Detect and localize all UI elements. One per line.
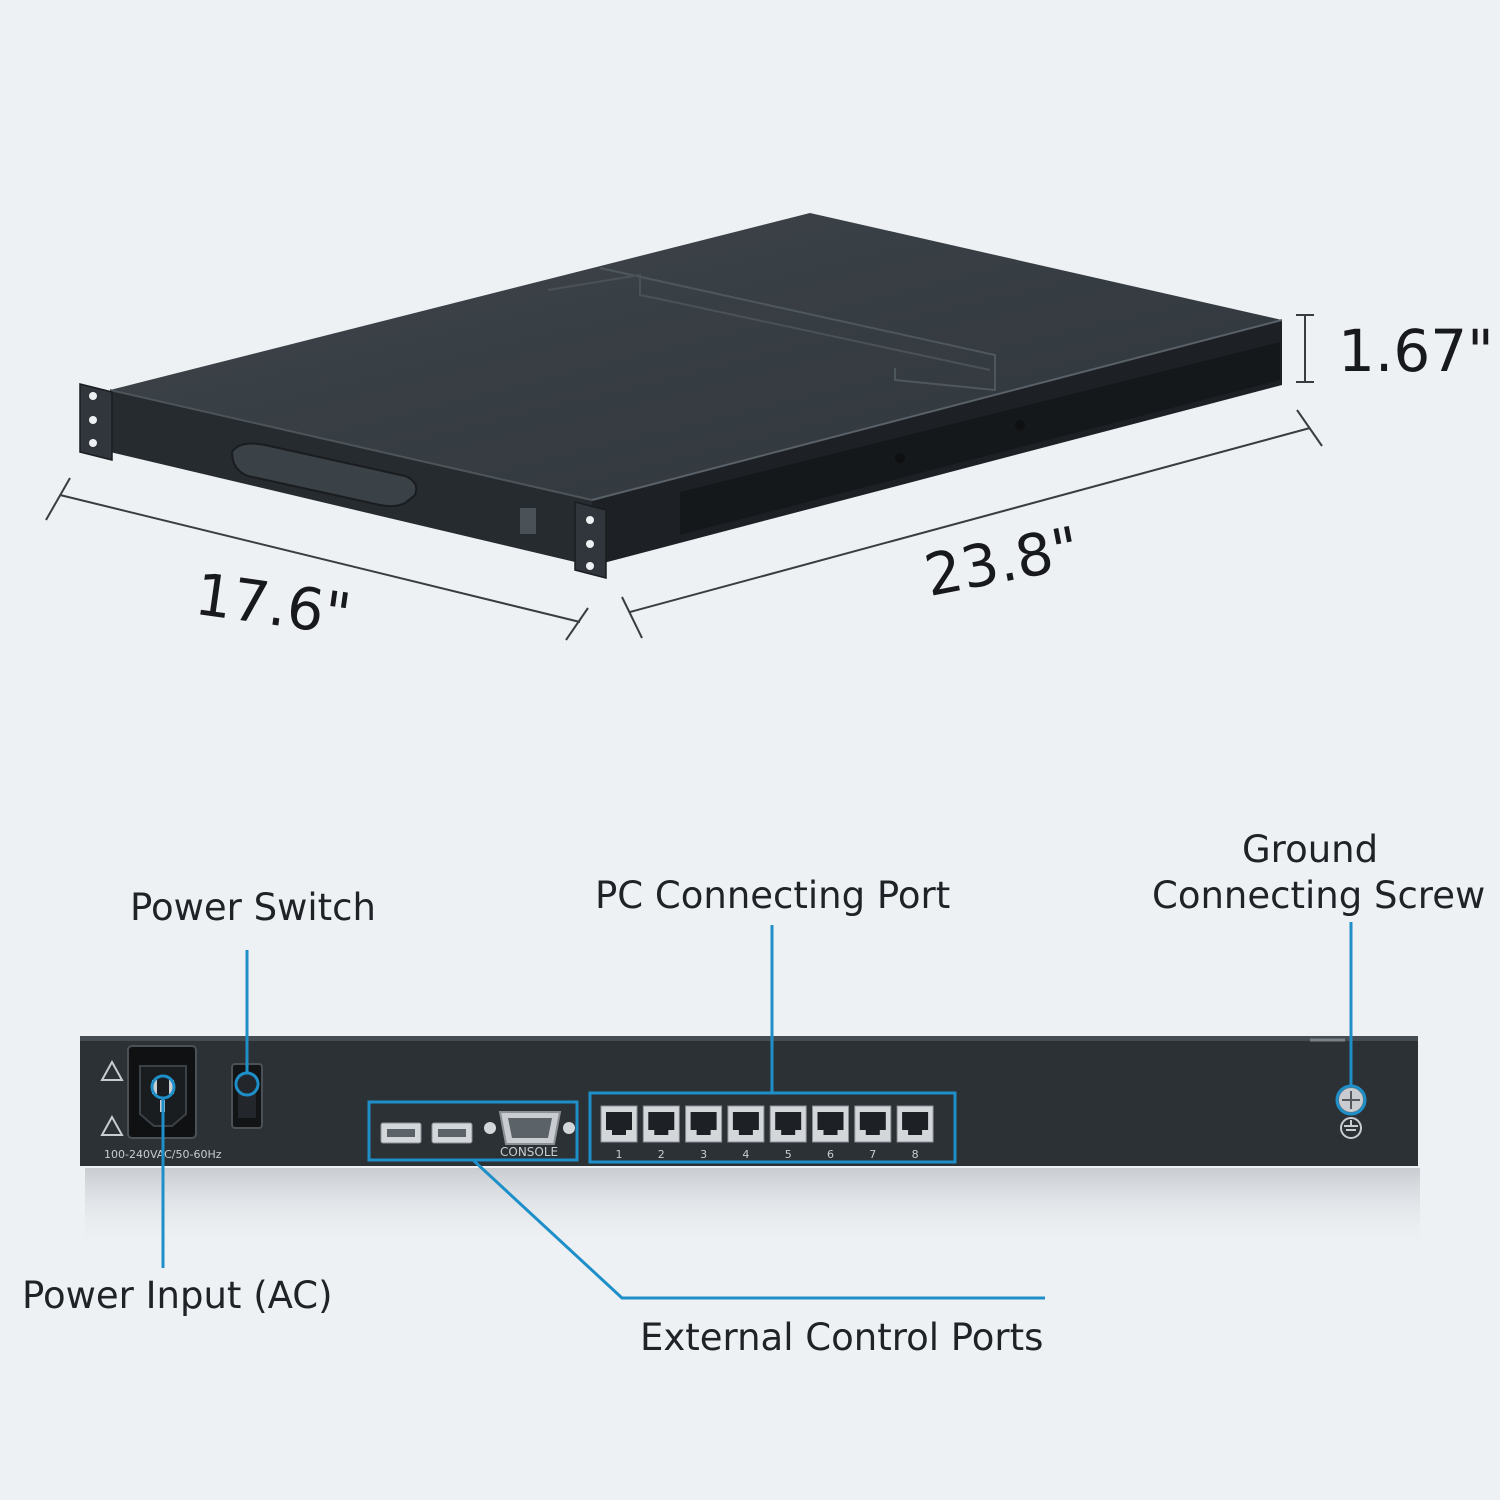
callout-lines	[150, 922, 1367, 1300]
side-screw	[895, 453, 905, 463]
front-badge	[520, 508, 536, 534]
rj45-port: 7	[854, 1105, 892, 1161]
rj45-port-number: 3	[700, 1148, 707, 1161]
rj45-port-number: 5	[785, 1148, 792, 1161]
usb-port-icon	[380, 1122, 473, 1144]
rj45-port-number: 6	[827, 1148, 834, 1161]
side-rail	[680, 342, 1280, 535]
rj45-port-number: 1	[616, 1148, 623, 1161]
drawer-handle	[230, 442, 418, 508]
rj45-port: 8	[896, 1105, 934, 1161]
dimension-lines	[45, 314, 1323, 641]
panel-reflection	[85, 1168, 1420, 1253]
external-ports-label: External Control Ports	[640, 1316, 1044, 1359]
rj45-port: 6	[812, 1105, 849, 1161]
lid-seam	[599, 267, 996, 392]
rj45-port-group: 1 2 3 4 5 6 7 8	[600, 1105, 934, 1161]
rj45-port: 3	[685, 1105, 723, 1161]
rj45-port: 2	[642, 1105, 680, 1161]
rj45-port-number: 7	[869, 1148, 876, 1161]
rj45-port: 1	[600, 1105, 638, 1161]
rj45-port-number: 8	[912, 1148, 919, 1161]
height-dimension: 1.67"	[1338, 317, 1494, 385]
rj45-port: 4	[727, 1105, 765, 1161]
warning-icon	[100, 1059, 124, 1136]
rack-ear-right	[574, 501, 607, 579]
ground-label-line1: Ground	[1242, 828, 1379, 871]
ground-label-line2: Connecting Screw	[1152, 874, 1486, 917]
rack-console-3d	[79, 213, 1283, 579]
panel-chassis	[80, 1036, 1418, 1166]
power-switch-label: Power Switch	[130, 886, 376, 929]
rj45-port: 5	[769, 1105, 807, 1161]
ground-screw	[1337, 1086, 1365, 1139]
side-screw	[1015, 420, 1025, 430]
console-label: CONSOLE	[500, 1145, 558, 1159]
console-top-face	[110, 213, 1282, 500]
pc-port-label: PC Connecting Port	[595, 874, 951, 917]
vga-console-port	[484, 1111, 575, 1145]
power-input-label: Power Input (AC)	[22, 1274, 333, 1317]
rj45-port-number: 2	[658, 1148, 665, 1161]
rj45-port-number: 4	[742, 1148, 749, 1161]
lid-notch	[547, 273, 991, 371]
